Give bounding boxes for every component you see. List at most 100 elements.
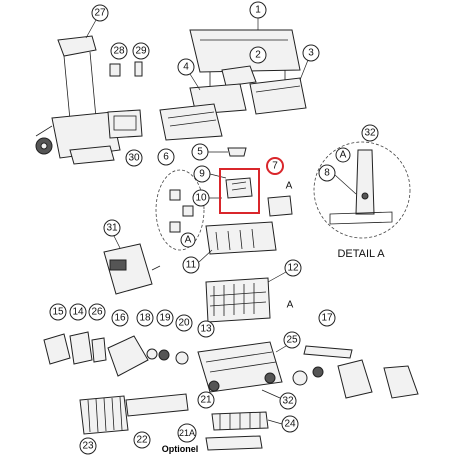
part-14-side [69,331,93,365]
callout-bubble [156,309,174,327]
part-17-rail [303,345,353,359]
part-30-shape [107,109,143,139]
callout-label: 12 [287,263,299,274]
detail-marker-label: A [185,235,192,246]
callout-bubble [302,44,320,62]
callout-label-highlighted: 7 [272,161,278,172]
callout-label: 10 [195,193,207,204]
callout-label: 23 [82,441,94,452]
part-26-clip [91,337,107,363]
callout-bubble [49,303,67,321]
part-23-brush [79,395,129,435]
callout-label: 4 [183,62,189,73]
callout-bubble [197,391,215,409]
callout-bubble [133,431,151,449]
detail-marker-label: A [340,150,347,161]
detail-marker-label: A [287,300,294,311]
callout-bubble [283,331,301,349]
callout-bubble-highlighted [266,157,284,175]
part-connector-block [267,195,293,217]
callout-bubble [157,148,175,166]
callout-bubble [88,303,106,321]
callout-bubble [249,46,267,64]
callout-label: 6 [163,152,169,163]
part-16-side [107,335,149,377]
callout-label: 24 [284,419,296,430]
callout-bubble [197,320,215,338]
part-29-shape [134,61,143,77]
callout-label: 5 [197,147,203,158]
callout-bubble [318,309,336,327]
callout-label: 26 [91,307,103,318]
part-12-filter [205,277,271,323]
callout-label: 11 [186,260,197,271]
part-21a-grid [205,435,263,451]
detail-a-outline [313,141,411,239]
callout-label: 2 [255,50,261,61]
callout-label: 27 [94,8,106,19]
callout-label: 29 [135,46,147,57]
callout-bubble [111,309,129,327]
callout-label: 32 [282,396,294,407]
callout-label: 20 [178,318,190,329]
callout-bubble [69,303,87,321]
callout-label: 14 [72,307,84,318]
part-19-gear [158,349,170,361]
callout-bubble [91,4,109,22]
detail-marker [180,232,196,248]
part-4-bottom [159,103,223,141]
callout-bubble [318,164,336,182]
callout-label: 21A [179,428,195,438]
callout-bubble [110,42,128,60]
part-6-group-outline [155,169,205,251]
highlight-box [219,168,260,214]
optional-label: Optionel [162,444,199,454]
callout-label: 32 [364,128,376,139]
part-32-board [355,149,375,215]
part-31-power-supply [103,243,153,295]
part-1-cover [189,29,301,73]
callout-bubble [132,42,150,60]
callout-bubble [125,149,143,167]
detail-marker [335,147,351,163]
part-28-shape [109,63,121,77]
callout-label: 22 [136,435,148,446]
callout-bubble [182,256,200,274]
callout-label: 19 [159,313,171,324]
part-2-handle [221,65,257,87]
part-22-roller [125,393,189,417]
callout-label: 17 [321,313,333,324]
caddy-cart [35,35,121,165]
callout-label: 8 [324,168,330,179]
callout-label: 9 [199,169,205,180]
callout-bubble [279,392,297,410]
callout-label: 15 [52,307,64,318]
part-7-board [225,177,253,199]
callout-bubble [361,124,379,142]
callout-label: 30 [128,153,140,164]
part-18-washer [146,348,158,360]
callout-label: 3 [308,48,314,59]
detail-a-title: DETAIL A [337,248,385,260]
part-15-side [43,333,71,365]
callout-bubble [177,58,195,76]
callout-label: 28 [113,46,125,57]
callout-bubble [177,423,197,443]
callout-bubble [103,219,121,237]
callout-label: 21 [200,395,212,406]
callout-bubble [284,259,302,277]
callout-label: 13 [200,324,212,335]
callout-label: 18 [139,313,151,324]
callout-label: 1 [255,5,261,16]
part-13-chassis [197,341,283,393]
callout-bubble [175,314,193,332]
callout-label: 25 [286,335,298,346]
callout-bubble [136,309,154,327]
detail-marker-label: A [286,181,293,192]
part-3-cover [249,77,307,115]
part-20-bearing [175,351,189,365]
part-5-clip [227,147,247,157]
callout-label: 16 [114,313,126,324]
callout-bubble [79,437,97,455]
